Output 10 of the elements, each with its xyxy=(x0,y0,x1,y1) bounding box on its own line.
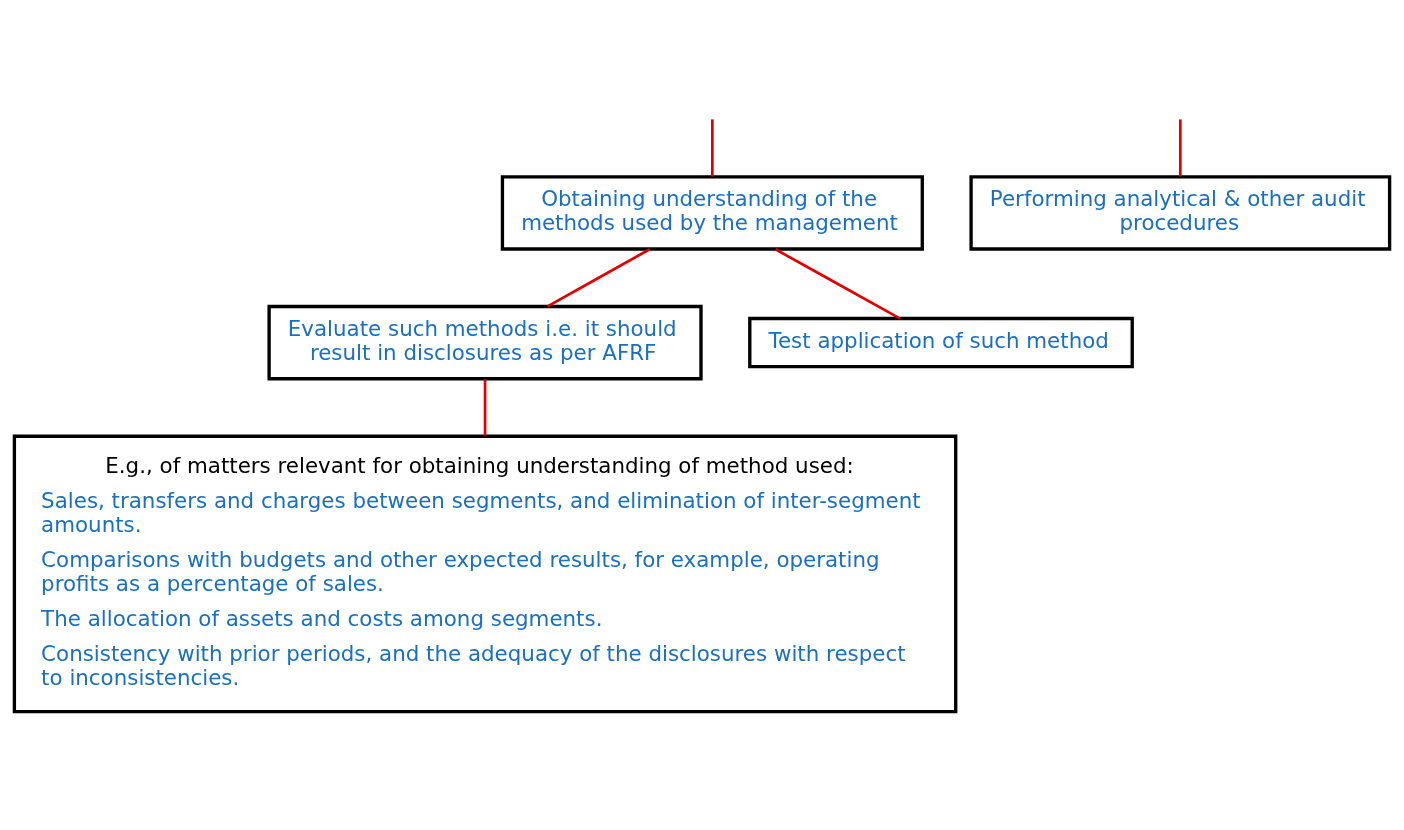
node-box: E.g., of matters relevant for obtaining understanding of method used: Sales, transfers and charges between segments, and elimination of inter-segment amounts. Comparisons with budgets and other expected results, for example, operating profits as a percentage of sales. The allocation of assets and costs among segments. Consistency with prior periods, and the adequacy of the disclosures with respect to inconsistencies. xyxy=(12,434,958,714)
connector xyxy=(1179,119,1182,177)
connector xyxy=(774,248,901,320)
connector xyxy=(711,119,714,177)
node-box: Test application of such method xyxy=(748,316,1134,369)
node-box: Obtaining understanding of the methods used by the management xyxy=(500,175,924,251)
connector xyxy=(483,379,487,436)
node-box: Performing analytical & other audit procedures xyxy=(969,175,1392,251)
node-box: Evaluate such methods i.e. it should result in disclosures as per AFRF xyxy=(267,304,703,381)
connector xyxy=(546,248,651,308)
